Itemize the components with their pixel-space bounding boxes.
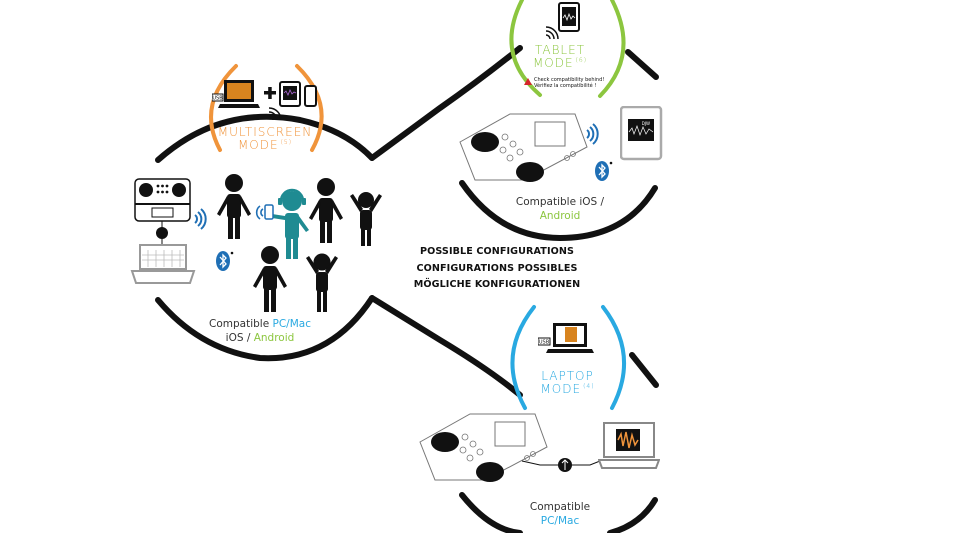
laptop-title: LAPTOP MODE(4)	[520, 370, 615, 395]
possible-configurations-title: POSSIBLE CONFIGURATIONS CONFIGURATIONS P…	[402, 244, 592, 294]
person-cheering-icon	[306, 253, 338, 312]
compat-android: Android	[253, 331, 295, 344]
usb-icon	[538, 337, 551, 346]
title-fr: CONFIGURATIONS POSSIBLES	[416, 262, 578, 274]
laptop-arc-upper-right	[629, 352, 659, 388]
laptop-lens-bottom-arc	[459, 492, 523, 533]
tablet-title-line1: TABLET	[534, 43, 586, 57]
left-lens-bottom-arc	[155, 295, 375, 362]
title-de: MÖGLICHE KONFIGURATIONEN	[413, 279, 581, 290]
phone-icon	[304, 85, 317, 107]
usb-label: USB	[539, 340, 550, 346]
tablet-ring-left	[509, 0, 542, 97]
tablet-lens-bottom-arc	[459, 180, 658, 242]
multiscreen-ring-left	[209, 64, 238, 152]
dj-controller-laptop-icon	[130, 178, 196, 284]
warning-icon	[524, 78, 532, 85]
laptop-compatibility: Compatible PC/Mac	[500, 501, 620, 528]
laptop-outline-icon	[130, 244, 196, 284]
tablet-mode-icon	[545, 2, 580, 40]
tablet-arc-upper-right	[625, 49, 659, 80]
screen-label: DJW	[642, 121, 650, 126]
laptop-lens-bottom-arc-right	[607, 497, 658, 533]
connector-to-laptop	[369, 295, 523, 398]
wifi-icon	[545, 26, 559, 40]
multiscreen-title-line2: MODE	[237, 137, 279, 152]
tablet-title: TABLET MODE(6)	[510, 44, 610, 69]
dj-controller-icon	[134, 178, 191, 222]
title-en: POSSIBLE CONFIGURATIONS	[419, 246, 575, 257]
wireless-signal-icon	[194, 208, 207, 230]
multiscreen-note-ref: (5)	[280, 138, 293, 146]
tablet-ring-right	[598, 0, 626, 98]
laptop-title-line1: LAPTOP	[541, 369, 594, 383]
dj-controller-tablet-icon	[459, 113, 588, 182]
audience-figures	[217, 174, 382, 312]
person-figure-icon	[217, 174, 251, 239]
left-lens-top-arc	[155, 113, 375, 163]
compat-ios: Compatible iOS /	[515, 196, 605, 208]
compat-android: Android	[539, 209, 581, 222]
laptop-note-ref: (4)	[583, 382, 595, 390]
laptop-device-icon	[598, 422, 660, 469]
multiscreen-ring-right	[295, 64, 324, 152]
usb-label: USB	[212, 96, 223, 102]
compat-pc-mac: PC/Mac	[540, 514, 580, 527]
tablet-device-icon: DJW	[620, 106, 663, 161]
laptop-ring-left	[510, 305, 536, 410]
person-figure-icon	[309, 178, 343, 243]
wireless-signal-icon	[586, 123, 599, 145]
dj-controller-icon	[419, 413, 548, 482]
bluetooth-icon	[595, 161, 613, 181]
person-figure-icon	[253, 246, 287, 312]
multiscreen-title-line1: MULTISCREEN	[217, 125, 313, 139]
laptop-icon	[218, 80, 260, 108]
compat-label: Compatible	[529, 501, 591, 513]
usb-plug-icon	[156, 227, 168, 239]
tablet-icon	[279, 81, 301, 107]
compat-pc-mac: PC/Mac	[272, 318, 311, 330]
compatibility-warning: Check compatibility behind! Vérifiez la …	[524, 77, 605, 89]
connector-to-tablet	[369, 45, 523, 161]
dj-person-icon	[272, 188, 309, 259]
usb-cable-icon	[521, 458, 601, 472]
bluetooth-icon	[216, 251, 234, 271]
person-cheering-icon	[350, 192, 382, 246]
compat-prefix: Compatible	[209, 318, 273, 330]
laptop-ring-right	[601, 305, 627, 410]
multiscreen-devices-icon: USB	[212, 80, 317, 121]
usb-icon	[212, 93, 224, 102]
laptop-mode-icon: USB	[538, 323, 594, 353]
phone-in-hand-icon	[264, 204, 274, 220]
plus-icon	[264, 87, 276, 99]
multiscreen-title: MULTISCREEN MODE(5)	[200, 126, 330, 151]
laptop-title-line2: MODE	[540, 381, 582, 396]
multiscreen-compatibility: Compatible PC/Mac iOS / Android	[190, 318, 330, 345]
warning-line-en: Check compatibility behind!	[534, 77, 605, 83]
tablet-compatibility: Compatible iOS / Android	[500, 196, 620, 223]
wifi-icon	[268, 107, 282, 121]
tablet-title-line2: MODE	[532, 55, 574, 70]
warning-line-fr: Vérifiez la compatibilité !	[534, 83, 597, 89]
compat-ios: iOS /	[225, 331, 254, 344]
wireless-signal-icon	[255, 205, 264, 220]
tablet-note-ref: (6)	[575, 56, 588, 64]
